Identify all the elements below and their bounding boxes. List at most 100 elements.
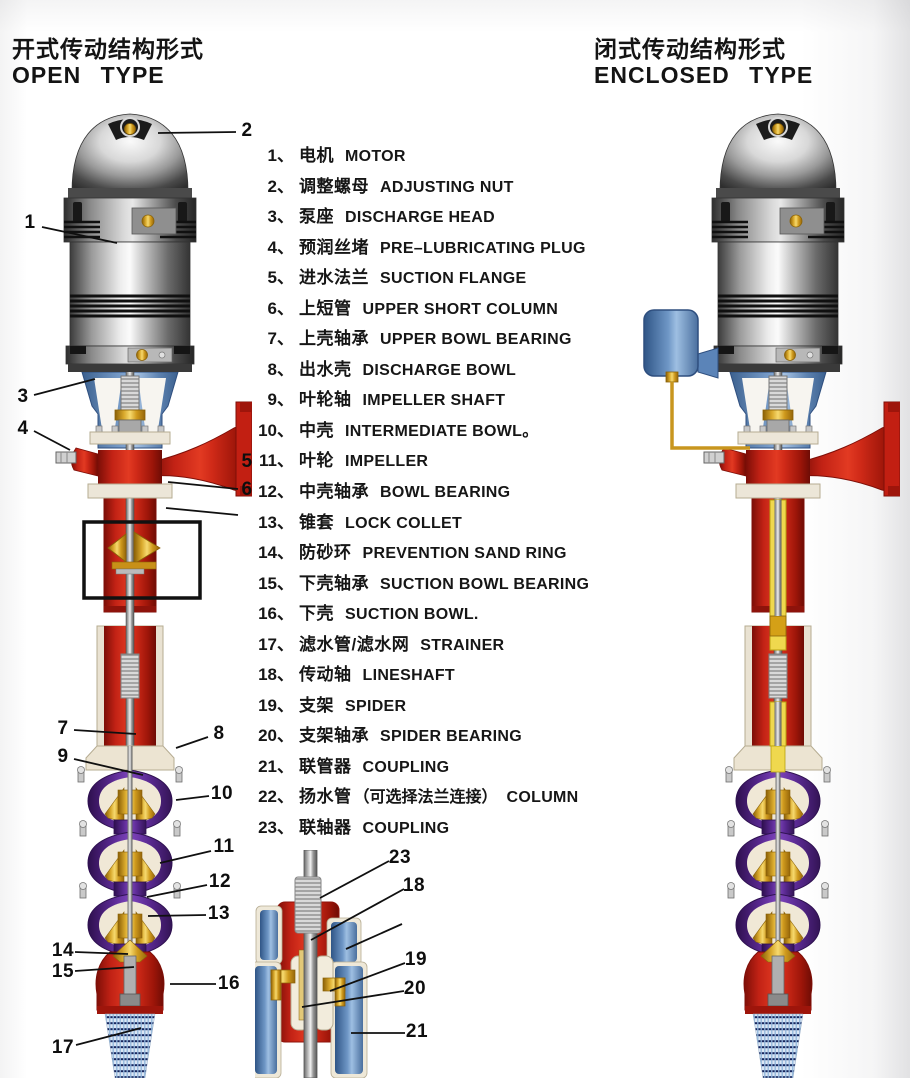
part-number: 21、 [258, 756, 294, 776]
part-name-zh: 电机 [299, 146, 334, 165]
title-enclosed-type: 闭式传动结构形式 ENCLOSED TYPE [594, 36, 813, 89]
part-number: 4、 [267, 237, 294, 257]
part-name-zh: 联管器 [299, 756, 352, 776]
open-type-pump-illustration [10, 110, 252, 1078]
callout-20: 20 [403, 978, 427, 999]
parts-list-item: 7、 上壳轴承 UPPER BOWL BEARING [246, 324, 638, 355]
parts-list-item: 15、 下壳轴承 SUCTION BOWL BEARING [246, 569, 638, 600]
part-name-zh: 进水法兰 [299, 268, 369, 288]
part-name-zh: 中壳轴承 [299, 482, 369, 502]
part-number: 14、 [258, 543, 294, 563]
parts-list-item: 22、 扬水管 （可选择法兰连接） COLUMN [246, 782, 638, 813]
title-enclosed-type-en: ENCLOSED TYPE [594, 62, 814, 88]
part-number: 9、 [267, 390, 294, 410]
parts-list: 1、 电机 MOTOR 2、 调整螺母 ADJUSTING NUT 3、 泵座 … [246, 141, 638, 844]
callout-18: 18 [402, 875, 426, 896]
part-name-zh: 泵座 [299, 207, 334, 227]
part-name-zh: 下壳 [299, 604, 334, 624]
part-name-en: INTERMEDIATE BOWL。 [345, 422, 539, 440]
callout-17: 17 [51, 1037, 75, 1058]
title-open-type: 开式传动结构形式 OPEN TYPE [12, 36, 204, 89]
part-name-en: STRAINER [420, 636, 505, 654]
parts-list-item: 17、 滤水管/滤水网 STRAINER [246, 630, 638, 661]
part-name-zh: 上短管 [299, 298, 352, 318]
callout-10: 10 [210, 783, 234, 804]
part-name-en: SUCTION FLANGE [380, 270, 527, 288]
part-name-en: SUCTION BOWL BEARING [380, 575, 590, 593]
parts-list-item: 10、 中壳 INTERMEDIATE BOWL。 [246, 416, 638, 447]
part-number: 8、 [267, 359, 294, 379]
part-name-zh: 出水壳 [299, 359, 352, 379]
parts-list-item: 12、 中壳轴承 BOWL BEARING [246, 477, 638, 508]
part-name-zh: 防砂环 [299, 543, 352, 563]
callout-6: 6 [241, 479, 253, 500]
callout-7: 7 [57, 718, 69, 739]
part-number: 3、 [267, 207, 294, 227]
part-name-zh: 调整螺母 [299, 176, 369, 196]
parts-list-item: 11、 叶轮 IMPELLER [246, 446, 638, 477]
part-number: 23、 [258, 818, 294, 838]
part-name-en: IMPELLER SHAFT [362, 392, 506, 410]
parts-list-item: 1、 电机 MOTOR [246, 141, 638, 172]
part-number: 13、 [258, 512, 294, 532]
part-number: 5、 [267, 268, 294, 288]
part-name-en: COLUMN [506, 789, 579, 807]
callout-4: 4 [17, 418, 29, 439]
part-name-zh: 锥套 [299, 512, 334, 532]
part-name-zh: 支架轴承 [299, 726, 369, 746]
part-name-en: COUPLING [362, 820, 450, 838]
detail-zoom-box [82, 520, 202, 600]
part-number: 10、 [258, 420, 294, 440]
callout-1: 1 [24, 212, 36, 233]
callout-15: 15 [51, 961, 75, 982]
callout-21: 21 [405, 1021, 429, 1042]
part-number: 15、 [258, 573, 294, 593]
part-name-zh: 下壳轴承 [299, 573, 369, 593]
callout-14: 14 [51, 940, 75, 961]
callout-19: 19 [404, 949, 428, 970]
part-name-en: LOCK COLLET [345, 514, 463, 532]
parts-list-item: 4、 预润丝堵 PRE–LUBRICATING PLUG [246, 233, 638, 264]
part-name-zh: 上壳轴承 [299, 329, 369, 349]
part-name-en: PRE–LUBRICATING PLUG [380, 239, 586, 257]
part-name-en: UPPER BOWL BEARING [380, 331, 572, 349]
callout-3: 3 [17, 386, 29, 407]
callout-8: 8 [213, 723, 225, 744]
title-open-type-zh: 开式传动结构形式 [12, 36, 204, 62]
part-name-zh: 中壳 [299, 420, 334, 440]
part-name-en: COUPLING [362, 758, 450, 776]
oil-reservoir-tank [643, 309, 750, 450]
part-number: 11、 [259, 451, 294, 471]
parts-list-item: 14、 防砂环 PREVENTION SAND RING [246, 538, 638, 569]
parts-list-item: 21、 联管器 COUPLING [246, 752, 638, 783]
part-number: 6、 [267, 298, 294, 318]
part-number: 22、 [258, 787, 294, 807]
parts-list-item: 6、 上短管 UPPER SHORT COLUMN [246, 294, 638, 325]
part-name-zh: 滤水管/滤水网 [299, 634, 410, 654]
part-name-en: BOWL BEARING [380, 484, 511, 502]
parts-list-item: 5、 进水法兰 SUCTION FLANGE [246, 263, 638, 294]
callout-5: 5 [241, 451, 253, 472]
part-name-zh: 扬水管 [299, 787, 352, 807]
part-number: 12、 [258, 482, 294, 502]
enclosed-type-pump-illustration [643, 110, 900, 1078]
title-open-type-en: OPEN TYPE [12, 62, 165, 88]
part-number: 19、 [258, 695, 294, 715]
part-name-en: UPPER SHORT COLUMN [362, 300, 559, 318]
part-name-zh: 预润丝堵 [299, 237, 369, 257]
inset-threaded-coupling [294, 876, 322, 934]
callout-11: 11 [213, 836, 235, 857]
parts-list-item: 19、 支架 SPIDER [246, 691, 638, 722]
part-note: （可选择法兰连接） [353, 789, 498, 807]
spider-coupling [107, 531, 161, 575]
title-enclosed-type-zh: 闭式传动结构形式 [594, 36, 786, 62]
part-number: 20、 [258, 726, 294, 746]
oil-feed-line [670, 382, 750, 450]
parts-list-item: 8、 出水壳 DISCHARGE BOWL [246, 355, 638, 386]
callout-9: 9 [57, 746, 69, 767]
part-name-en: ADJUSTING NUT [380, 178, 514, 196]
part-name-zh: 传动轴 [299, 665, 352, 685]
part-number: 18、 [258, 665, 294, 685]
part-name-en: DISCHARGE HEAD [345, 209, 495, 227]
parts-list-item: 23、 联轴器 COUPLING [246, 813, 638, 844]
